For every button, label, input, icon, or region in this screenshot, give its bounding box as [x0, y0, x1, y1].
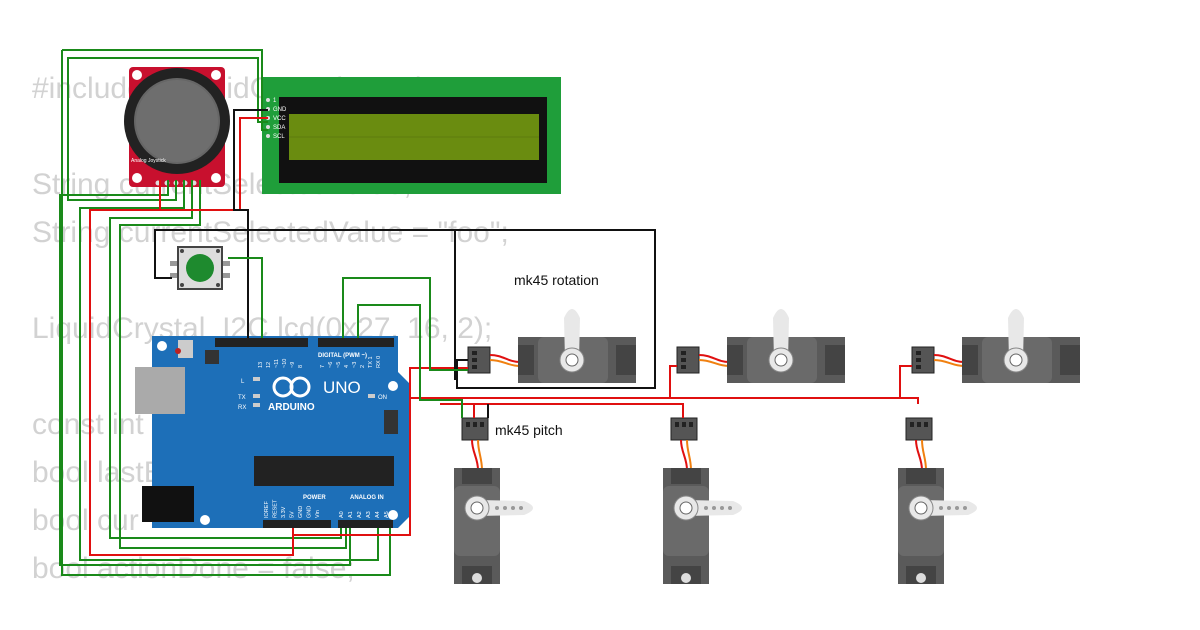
- arduino-pin-label: 4: [344, 365, 350, 368]
- wires: [59, 49, 919, 576]
- arduino-power-pin-label: GND: [307, 506, 313, 518]
- arduino-pin-label: TX 1: [368, 356, 374, 368]
- arduino-analog-pin-label: A4: [375, 511, 381, 518]
- lcd-pin-sda: SDA: [273, 125, 285, 131]
- arduino-pin-label: ~9: [290, 362, 296, 368]
- arduino-pin-label: 7: [320, 365, 326, 368]
- arduino-analog-pin-label: A0: [339, 511, 345, 518]
- arduino-pin-label: 12: [266, 362, 272, 368]
- lcd-pin-gnd: GND: [273, 107, 287, 113]
- arduino-l-label: L: [241, 379, 245, 385]
- arduino-on-label: ON: [378, 395, 387, 401]
- lcd-pin-1: 1: [273, 98, 277, 104]
- arduino-analog-pin-label: A3: [366, 511, 372, 518]
- arduino-uno: UNO ARDUINO DIGITAL (PWM ~) POWER ANALOG…: [135, 336, 410, 528]
- label-mk45-pitch: mk45 pitch: [495, 422, 563, 438]
- arduino-analog-pin-label: A1: [348, 511, 354, 518]
- servo-rotation: [467, 309, 636, 383]
- servo-pitch: [454, 417, 533, 584]
- code-line-string-init: String currentSelectedValue = "foo";: [32, 216, 509, 249]
- servo-2: [676, 309, 845, 383]
- label-mk45-rotation: mk45 rotation: [514, 272, 599, 288]
- arduino-pin-label: 13: [258, 362, 264, 368]
- arduino-pin-label: RX 0: [376, 356, 382, 368]
- arduino-power-pin-label: Vin: [315, 510, 321, 518]
- servo-5: [663, 417, 742, 584]
- arduino-rx-label: RX: [238, 405, 246, 411]
- arduino-pin-label: ~10: [282, 359, 288, 368]
- arduino-pin-label: 2: [360, 365, 366, 368]
- arduino-power-header: POWER: [303, 495, 326, 501]
- arduino-power-pin-label: 5V: [290, 511, 296, 518]
- lcd-pin-vcc: VCC: [273, 116, 286, 122]
- arduino-model: UNO: [323, 378, 361, 397]
- code-line-const: const int: [32, 408, 144, 441]
- arduino-analog-pin-label: A2: [357, 511, 363, 518]
- arduino-power-pin-label: GND: [298, 506, 304, 518]
- arduino-digital-header: DIGITAL (PWM ~): [318, 353, 367, 359]
- arduino-power-pin-label: 3.3V: [281, 506, 287, 518]
- lcd-pin-scl: SCL: [273, 134, 285, 140]
- arduino-power-pin-label: RESET: [273, 499, 279, 518]
- push-button: [170, 246, 230, 290]
- arduino-brand: ARDUINO: [268, 402, 315, 413]
- arduino-tx-label: TX: [238, 395, 246, 401]
- code-line-lcd: LiquidCrystal_I2C lcd(0x27, 16, 2);: [32, 312, 493, 345]
- servo-3: [911, 309, 1080, 383]
- joystick-module: Analog Joystick: [124, 67, 230, 187]
- arduino-pin-label: ~3: [352, 362, 358, 368]
- arduino-pin-label: ~11: [274, 359, 280, 368]
- lcd-display: 1 GND VCC SDA SCL: [262, 77, 561, 194]
- arduino-pin-label: ~6: [328, 362, 334, 368]
- arduino-pin-label: 8: [298, 365, 304, 368]
- arduino-power-pin-label: IOREF: [264, 501, 270, 518]
- joystick-caption: Analog Joystick: [131, 158, 166, 164]
- arduino-pin-label: ~5: [336, 362, 342, 368]
- servo-6: [898, 417, 977, 584]
- arduino-analog-pin-label: A5: [384, 511, 390, 518]
- arduino-analog-header: ANALOG IN: [350, 495, 384, 501]
